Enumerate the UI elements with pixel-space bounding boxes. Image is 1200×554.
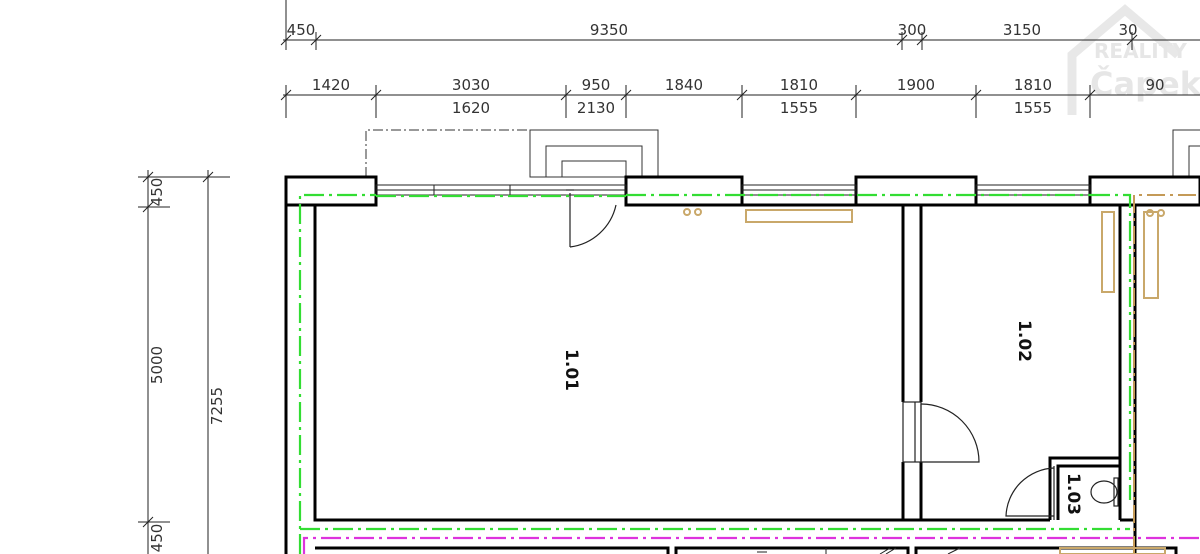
dim-vert-1: 450 <box>148 178 166 207</box>
dimension-labels-bottom: 1620 2130 1555 1555 <box>452 99 1052 117</box>
dim-bot-2: 2130 <box>577 99 615 117</box>
room-label-102: 1.02 <box>1014 320 1034 362</box>
wall-segment-4 <box>1088 175 1200 207</box>
insulation-lines <box>298 193 1132 554</box>
dim-top-4: 3150 <box>1003 21 1041 39</box>
socket-icon <box>683 208 691 216</box>
door-room-102 <box>902 401 980 463</box>
walls <box>284 175 1200 554</box>
dim-bot-4: 1555 <box>1014 99 1052 117</box>
dim-vert-2: 5000 <box>148 346 166 384</box>
door-room-103 <box>1005 466 1055 520</box>
dim-top-3: 300 <box>898 21 927 39</box>
dim-top-2: 9350 <box>590 21 628 39</box>
door-entrance <box>566 189 617 248</box>
dim-bot-1: 1620 <box>452 99 490 117</box>
dim-bot-3: 1555 <box>780 99 818 117</box>
dimension-chain-vertical <box>138 170 230 554</box>
exterior-outline <box>365 129 1200 178</box>
radiator-104 <box>1143 211 1159 299</box>
dim-mid-1: 1420 <box>312 76 350 94</box>
fixture-bottom <box>1059 547 1166 554</box>
fixtures <box>683 208 1166 554</box>
socket-icon <box>694 208 702 216</box>
watermark-logo: REALITY Čapek <box>1067 4 1200 115</box>
wall-segment-3 <box>854 175 978 207</box>
dimension-chain-middle <box>280 85 1200 118</box>
toilet-icon <box>1090 477 1119 507</box>
dim-mid-3: 950 <box>582 76 611 94</box>
wall-segment-2 <box>624 175 744 207</box>
dim-vert-3: 450 <box>148 524 166 553</box>
dimension-labels-vertical: 450 5000 450 7255 <box>148 178 226 553</box>
room-labels: 1.01 1.02 1.03 <box>561 320 1083 515</box>
windows <box>375 184 1091 196</box>
dimension-labels-top: 450 9350 300 3150 30 <box>287 21 1138 39</box>
dim-mid-4: 1840 <box>665 76 703 94</box>
doors <box>566 189 1055 520</box>
insulation-line-right <box>1133 194 1200 554</box>
dim-mid-7: 1810 <box>1014 76 1052 94</box>
dim-top-5: 30 <box>1118 21 1137 39</box>
watermark-line2: Čapek <box>1090 64 1200 103</box>
dimension-chain-top <box>280 0 1200 50</box>
lower-fixtures <box>757 547 961 554</box>
room-label-101: 1.01 <box>561 349 581 391</box>
dim-mid-8: 90 <box>1145 76 1164 94</box>
outer-boundary-line <box>302 536 1200 554</box>
radiator-102 <box>1101 211 1115 293</box>
socket-icon <box>1146 209 1154 217</box>
dim-mid-6: 1900 <box>897 76 935 94</box>
dim-top-1: 450 <box>287 21 316 39</box>
socket-icon <box>1157 209 1165 217</box>
wall-segment-1 <box>284 175 378 207</box>
dimension-labels-middle: 1420 3030 950 1840 1810 1900 1810 90 <box>312 76 1165 94</box>
room-label-103: 1.03 <box>1063 473 1083 515</box>
dim-vert-total: 7255 <box>208 387 226 425</box>
dim-mid-2: 3030 <box>452 76 490 94</box>
radiator-101 <box>745 209 853 223</box>
watermark-line1: REALITY <box>1094 39 1187 63</box>
dim-mid-5: 1810 <box>780 76 818 94</box>
